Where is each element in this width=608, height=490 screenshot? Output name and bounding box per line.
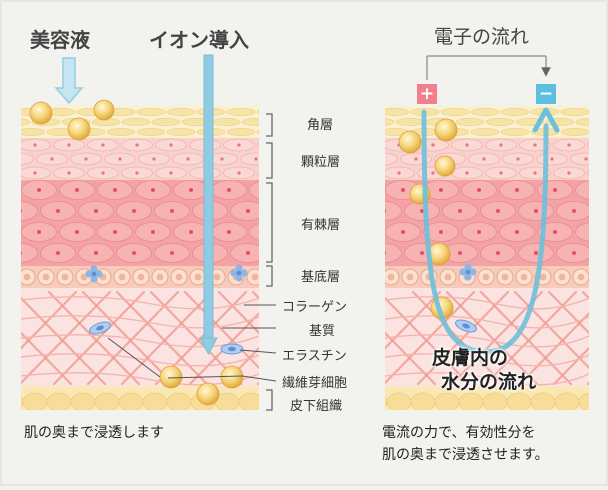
label-stratum-granulosum: 顆粒層 xyxy=(301,151,340,170)
serum-particle xyxy=(399,131,421,153)
label-subcutaneous: 皮下組織 xyxy=(290,395,342,414)
label-elastin: エラスチン xyxy=(282,345,347,364)
label-stratum-spinosum: 有棘層 xyxy=(301,214,340,233)
serum-particle xyxy=(197,383,219,405)
serum-particle xyxy=(68,118,90,140)
serum-particle xyxy=(94,100,114,120)
serum-title: 美容液 xyxy=(30,24,90,53)
label-stratum-basale: 基底層 xyxy=(301,266,340,285)
water-flow-label-1: 皮膚内の xyxy=(432,346,508,370)
serum-particle xyxy=(435,156,455,176)
serum-particle xyxy=(221,366,243,388)
fibroblast-cell xyxy=(221,344,243,354)
ion-infusion-title: イオン導入 xyxy=(149,24,249,53)
serum-particle xyxy=(160,366,182,388)
left-caption: 肌の奥まで浸透します xyxy=(24,422,164,444)
label-fibroblast: 繊維芽細胞 xyxy=(282,372,347,391)
serum-particle xyxy=(30,102,52,124)
serum-particle xyxy=(435,119,457,141)
label-collagen: コラーゲン xyxy=(282,296,347,315)
label-matrix: 基質 xyxy=(309,320,335,339)
label-stratum-corneum: 角層 xyxy=(307,114,333,133)
right-caption-line2: 肌の奥まで浸透させます。 xyxy=(382,444,549,466)
minus-sign: − xyxy=(536,84,556,104)
electron-flow-title: 電子の流れ xyxy=(434,22,529,49)
plus-sign: + xyxy=(417,84,437,104)
water-flow-label-2: 水分の流れ xyxy=(441,370,536,394)
right-caption-line1: 電流の力で、有効性分を xyxy=(382,422,535,444)
